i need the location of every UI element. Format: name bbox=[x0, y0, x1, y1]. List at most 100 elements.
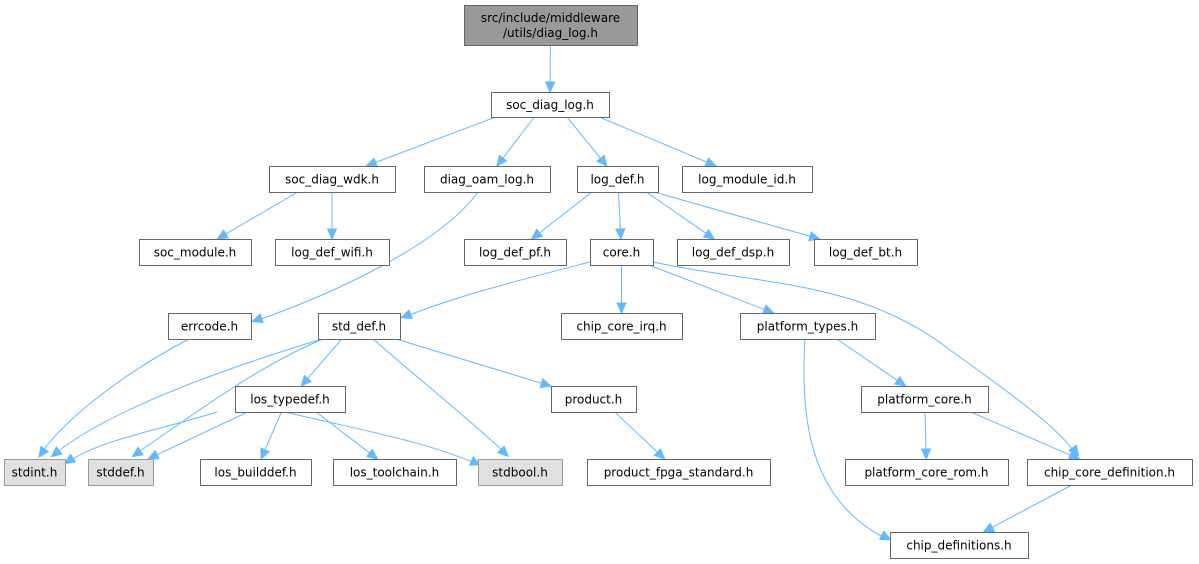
node-diag-log[interactable]: src/include/middleware/utils/diag_log.h bbox=[464, 5, 638, 46]
node-label: soc_module.h bbox=[154, 246, 237, 260]
edge-std-def-to-stdbool bbox=[372, 338, 510, 458]
edge-std-def-to-stddef bbox=[131, 338, 324, 458]
edge-soc-diag-wdk-to-soc-module-arrowhead bbox=[216, 229, 229, 240]
node-los-builddef[interactable]: los_builddef.h bbox=[200, 459, 312, 486]
edge-log-def-to-core bbox=[615, 191, 626, 241]
node-product[interactable]: product.h bbox=[551, 386, 637, 413]
edge-log-def-to-log-def-pf bbox=[530, 191, 593, 240]
edge-los-typedef-to-stddef-line bbox=[156, 411, 248, 456]
node-label: chip_core_definition.h bbox=[1044, 466, 1175, 480]
edge-std-def-to-product-line bbox=[395, 338, 542, 384]
node-label: product.h bbox=[565, 393, 623, 407]
node-label: stdint.h bbox=[12, 466, 58, 480]
node-box bbox=[269, 166, 396, 193]
edge-platform-types-to-platform-core-line bbox=[836, 338, 898, 381]
node-log-def[interactable]: log_def.h bbox=[577, 166, 659, 193]
node-box bbox=[464, 239, 567, 266]
edge-chip-core-definition-to-chip-definitions bbox=[982, 484, 1073, 533]
edge-soc-diag-log-to-soc-diag-wdk-line bbox=[375, 116, 496, 163]
node-box bbox=[168, 313, 252, 340]
node-diag-oam-log[interactable]: diag_oam_log.h bbox=[424, 166, 551, 193]
node-product-fpga-standard[interactable]: product_fpga_standard.h bbox=[587, 459, 771, 486]
node-label: stdbool.h bbox=[492, 466, 548, 480]
edge-soc-diag-wdk-to-soc-module-line bbox=[225, 191, 299, 235]
node-box bbox=[845, 459, 1009, 486]
node-stdbool: stdbool.h bbox=[478, 459, 563, 486]
edge-log-def-to-log-def-bt bbox=[653, 191, 821, 242]
edge-soc-diag-log-to-log-def-arrowhead bbox=[596, 154, 608, 167]
edge-product-to-product-fpga-standard-arrowhead bbox=[653, 447, 666, 460]
edge-platform-core-to-platform-core-rom-line bbox=[924, 411, 927, 450]
node-chip-definitions[interactable]: chip_definitions.h bbox=[890, 532, 1029, 559]
edge-los-typedef-to-stdint-arrowhead bbox=[63, 453, 77, 465]
node-log-def-bt[interactable]: log_def_bt.h bbox=[814, 239, 918, 266]
node-platform-core[interactable]: platform_core.h bbox=[861, 386, 989, 413]
edge-std-def-to-stddef-line bbox=[136, 338, 324, 454]
edge-log-def-to-log-def-bt-line bbox=[653, 191, 811, 237]
edge-std-def-to-stdint-arrowhead bbox=[50, 446, 63, 458]
edge-core-to-chip-core-irq bbox=[616, 265, 627, 315]
node-label: diag_oam_log.h bbox=[440, 173, 534, 187]
node-core[interactable]: core.h bbox=[590, 239, 654, 266]
node-box bbox=[424, 166, 551, 193]
node-label: log_def_dsp.h bbox=[692, 246, 774, 260]
node-label: soc_diag_log.h bbox=[506, 98, 594, 112]
edge-std-def-to-stdbool-arrowhead bbox=[496, 445, 510, 458]
node-soc-diag-log[interactable]: soc_diag_log.h bbox=[491, 92, 610, 118]
edges-layer bbox=[38, 44, 1081, 541]
edge-log-def-to-log-def-dsp bbox=[646, 191, 716, 240]
node-label: los_toolchain.h bbox=[350, 466, 440, 480]
edge-soc-diag-log-to-log-module-id-arrowhead bbox=[704, 157, 718, 167]
edge-soc-diag-log-to-soc-diag-wdk-arrowhead bbox=[365, 157, 378, 168]
edge-diag-log-to-soc-diag-log bbox=[544, 44, 556, 94]
edge-errcode-to-stdint bbox=[38, 338, 190, 459]
node-box bbox=[318, 313, 401, 340]
edge-core-to-chip-core-irq-arrowhead bbox=[616, 302, 627, 315]
node-label: errcode.h bbox=[181, 320, 238, 334]
node-box bbox=[478, 459, 563, 486]
edge-soc-diag-log-to-log-def bbox=[566, 116, 608, 167]
node-los-typedef[interactable]: los_typedef.h bbox=[235, 386, 346, 413]
node-errcode[interactable]: errcode.h bbox=[168, 313, 252, 340]
node-box bbox=[275, 239, 390, 266]
node-log-module-id[interactable]: log_module_id.h bbox=[682, 166, 813, 193]
node-box bbox=[677, 239, 790, 266]
node-label: stddef.h bbox=[96, 466, 144, 480]
edge-platform-core-to-chip-core-definition-line bbox=[970, 411, 1071, 456]
edge-los-typedef-to-stdint bbox=[63, 411, 218, 465]
node-box bbox=[4, 459, 66, 486]
node-log-def-wifi[interactable]: log_def_wifi.h bbox=[275, 239, 390, 266]
edge-std-def-to-stdint bbox=[50, 338, 323, 458]
edge-std-def-to-product-arrowhead bbox=[539, 377, 553, 389]
edge-log-def-to-core-arrowhead bbox=[615, 228, 626, 241]
edge-chip-core-definition-to-chip-definitions-arrowhead bbox=[982, 522, 996, 533]
edge-diag-log-to-soc-diag-log-arrowhead bbox=[544, 81, 556, 94]
edge-core-to-platform-types-line bbox=[648, 264, 765, 310]
node-platform-types[interactable]: platform_types.h bbox=[740, 313, 876, 340]
edge-core-to-std-def-arrowhead bbox=[400, 309, 413, 319]
node-log-def-pf[interactable]: log_def_pf.h bbox=[464, 239, 567, 266]
node-soc-module[interactable]: soc_module.h bbox=[139, 239, 252, 266]
edge-los-typedef-to-stdbool bbox=[284, 411, 482, 466]
node-box bbox=[561, 313, 683, 340]
node-platform-core-rom[interactable]: platform_core_rom.h bbox=[845, 459, 1009, 486]
node-box bbox=[587, 459, 771, 486]
node-log-def-dsp[interactable]: log_def_dsp.h bbox=[677, 239, 790, 266]
node-label: platform_core_rom.h bbox=[864, 466, 988, 480]
node-soc-diag-wdk[interactable]: soc_diag_wdk.h bbox=[269, 166, 396, 193]
edge-soc-diag-wdk-to-log-def-wifi bbox=[326, 192, 338, 241]
node-los-toolchain[interactable]: los_toolchain.h bbox=[333, 459, 457, 486]
node-box bbox=[88, 459, 154, 486]
edge-std-def-to-los-typedef-arrowhead bbox=[300, 374, 313, 387]
edge-log-def-to-core-line bbox=[618, 191, 621, 230]
edge-soc-diag-log-to-log-module-id bbox=[599, 116, 718, 167]
edge-platform-types-to-chip-definitions-line bbox=[803, 338, 886, 539]
edge-product-to-product-fpga-standard bbox=[614, 411, 666, 460]
node-chip-core-definition[interactable]: chip_core_definition.h bbox=[1027, 459, 1193, 486]
node-chip-core-irq[interactable]: chip_core_irq.h bbox=[561, 313, 683, 340]
edge-soc-diag-log-to-soc-diag-wdk bbox=[365, 116, 496, 168]
edge-product-to-product-fpga-standard-line bbox=[614, 411, 658, 453]
edge-log-def-to-log-def-dsp-line bbox=[646, 191, 707, 234]
edge-platform-types-to-chip-definitions bbox=[803, 338, 892, 541]
node-std-def[interactable]: std_def.h bbox=[318, 313, 401, 340]
